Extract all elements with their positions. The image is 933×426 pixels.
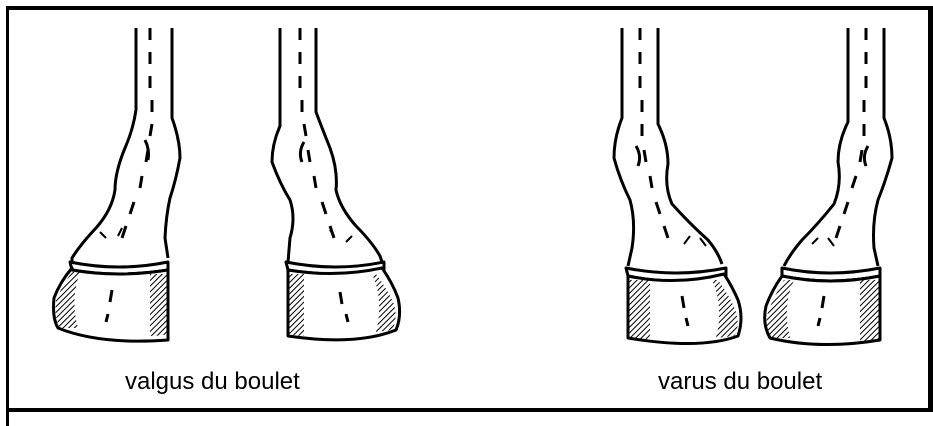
varus-leg-1 xyxy=(614,28,741,344)
valgus-caption: valgus du boulet xyxy=(125,368,300,396)
valgus-leg-2 xyxy=(272,28,400,340)
varus-leg-2 xyxy=(765,28,892,345)
varus-caption: varus du boulet xyxy=(658,368,822,396)
valgus-leg-1 xyxy=(54,28,181,341)
